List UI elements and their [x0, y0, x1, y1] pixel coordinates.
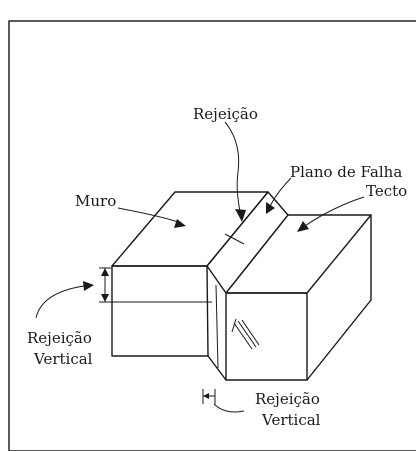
- label-rejeicao-vertical-bottom-2: Vertical: [261, 411, 321, 429]
- label-rejeicao-vertical-left-1: Rejeição: [27, 329, 92, 347]
- fault-plane-inner-line: [215, 284, 219, 369]
- label-plano-de-falha: Plano de Falha: [290, 163, 402, 181]
- muro-arrow: [117, 207, 186, 228]
- label-tecto: Tecto: [366, 182, 407, 200]
- rejeicao-arrow: [224, 121, 246, 222]
- figure-frame: [8, 20, 416, 451]
- rejeicao-vertical-bottom-arrow: [213, 403, 245, 413]
- slickenside-marks: [231, 318, 260, 350]
- vertical-throw-bracket-left: [99, 267, 111, 303]
- label-rejeicao-vertical-left-2: Vertical: [33, 350, 93, 368]
- label-rejeicao-top: Rejeição: [193, 105, 258, 123]
- footwall-front-face: [111, 265, 209, 357]
- fault-trace-front: [207, 355, 227, 381]
- plano-de-falha-arrow: [266, 177, 292, 214]
- hangingwall-block: [225, 214, 372, 381]
- footwall-corner-edge: [206, 265, 209, 357]
- rejeicao-vertical-left-arrow: [35, 281, 94, 319]
- slip-indicator: [224, 233, 245, 245]
- hangingwall-side-face: [306, 214, 372, 381]
- label-muro: Muro: [75, 192, 116, 210]
- tecto-arrow: [297, 196, 365, 232]
- label-rejeicao-vertical-bottom-1: Rejeição: [255, 390, 320, 408]
- horizontal-throw-marker-bottom: [202, 389, 216, 404]
